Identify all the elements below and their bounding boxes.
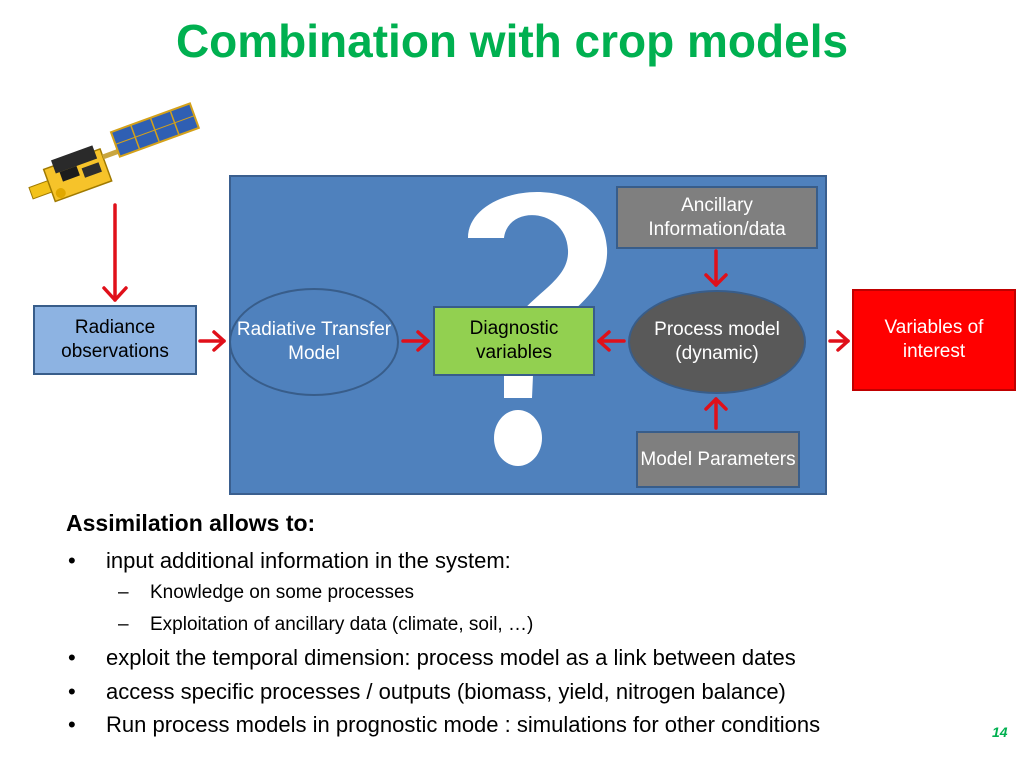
- bullet-dot: •: [68, 645, 76, 670]
- arrow-parameters-to-process: [704, 397, 728, 430]
- bullet-dot: •: [68, 712, 76, 737]
- bullet-item: access specific processes / outputs (bio…: [106, 679, 786, 704]
- bullet-dot: •: [68, 548, 76, 573]
- arrow-rtm-to-diagnostic: [401, 330, 430, 352]
- radiative-transfer-model-node: Radiative Transfer Model: [229, 288, 399, 396]
- process-model-node: Process model (dynamic): [628, 290, 806, 394]
- page-number: 14: [992, 724, 1008, 740]
- bullet-item: input additional information in the syst…: [106, 548, 511, 573]
- sub-bullet-dash: –: [118, 582, 129, 603]
- sub-bullet-item: Exploitation of ancillary data (climate,…: [150, 614, 534, 635]
- question-mark-icon: [468, 191, 608, 466]
- arrow-process-to-variables: [828, 330, 850, 352]
- model-parameters-box: Model Parameters: [636, 431, 800, 488]
- ancillary-data-box: Ancillary Information/data: [616, 186, 818, 249]
- arrow-ancillary-to-process: [704, 249, 728, 287]
- variables-of-interest-box: Variables of interest: [852, 289, 1016, 391]
- bullet-item: Run process models in prognostic mode : …: [106, 712, 821, 737]
- sub-bullet-dash: –: [118, 614, 129, 635]
- arrow-satellite-to-radiance: [102, 203, 128, 302]
- satellite-icon: [28, 102, 201, 203]
- diagnostic-variables-box: Diagnostic variables: [433, 306, 595, 376]
- page-title: Combination with crop models: [175, 15, 849, 67]
- arrow-process-to-diagnostic: [597, 330, 626, 352]
- bullet-item: exploit the temporal dimension: process …: [106, 645, 796, 670]
- assimilation-heading: Assimilation allows to:: [66, 510, 316, 536]
- radiance-observations-box: Radiance observations: [33, 305, 197, 375]
- arrow-radiance-to-rtm: [198, 330, 226, 352]
- bullet-dot: •: [68, 679, 76, 704]
- sub-bullet-item: Knowledge on some processes: [150, 582, 415, 603]
